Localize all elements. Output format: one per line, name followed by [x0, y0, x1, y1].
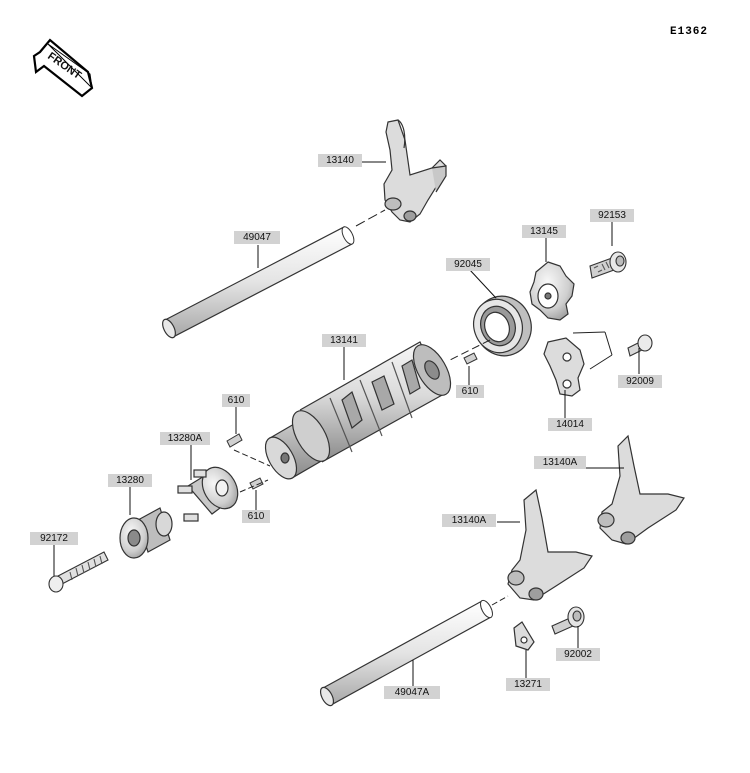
- pin-holder-13280A: [177, 466, 239, 522]
- bearing-92045: [473, 295, 532, 357]
- bolt-92002: [551, 606, 585, 635]
- shift-fork-13140A-left: [507, 488, 593, 601]
- label-13140: 13140: [318, 154, 362, 167]
- bolt-92153: [589, 251, 627, 279]
- shift-rod-49047: [162, 226, 355, 339]
- label-13141: 13141: [322, 334, 366, 347]
- shift-drum-13141: [264, 341, 452, 480]
- label-92009: 92009: [618, 375, 662, 388]
- label-49047A: 49047A: [384, 686, 440, 699]
- label-610-upper: 610: [456, 385, 484, 398]
- screw-92009: [627, 334, 653, 357]
- label-13145: 13145: [522, 225, 566, 238]
- cam-13280: [119, 507, 173, 559]
- shift-rod-49047A: [319, 599, 493, 707]
- pin-610-left: [226, 433, 243, 448]
- leader-lines: [53, 161, 640, 686]
- label-92153: 92153: [590, 209, 634, 222]
- pin-610-upper: [463, 352, 478, 365]
- label-13140A-right: 13140A: [534, 456, 586, 469]
- label-92172: 92172: [30, 532, 78, 545]
- label-92002: 92002: [556, 648, 600, 661]
- front-arrow-icon: [32, 38, 94, 98]
- shift-fork-13140: [383, 119, 447, 223]
- label-13271: 13271: [506, 678, 550, 691]
- label-13140A-left: 13140A: [442, 514, 496, 527]
- label-610-left: 610: [222, 394, 250, 407]
- stopper-plate-14014: [543, 337, 585, 397]
- cam-plate-13145: [529, 261, 575, 321]
- label-14014: 14014: [548, 418, 592, 431]
- label-92045: 92045: [446, 258, 490, 271]
- plate-13271: [513, 621, 535, 651]
- diagram-code: E1362: [670, 26, 709, 38]
- label-49047: 49047: [234, 231, 280, 244]
- bolt-92172: [48, 551, 109, 593]
- label-13280A: 13280A: [160, 432, 210, 445]
- shift-fork-13140A-right: [597, 434, 685, 545]
- label-13280: 13280: [108, 474, 152, 487]
- label-610-lower: 610: [242, 510, 270, 523]
